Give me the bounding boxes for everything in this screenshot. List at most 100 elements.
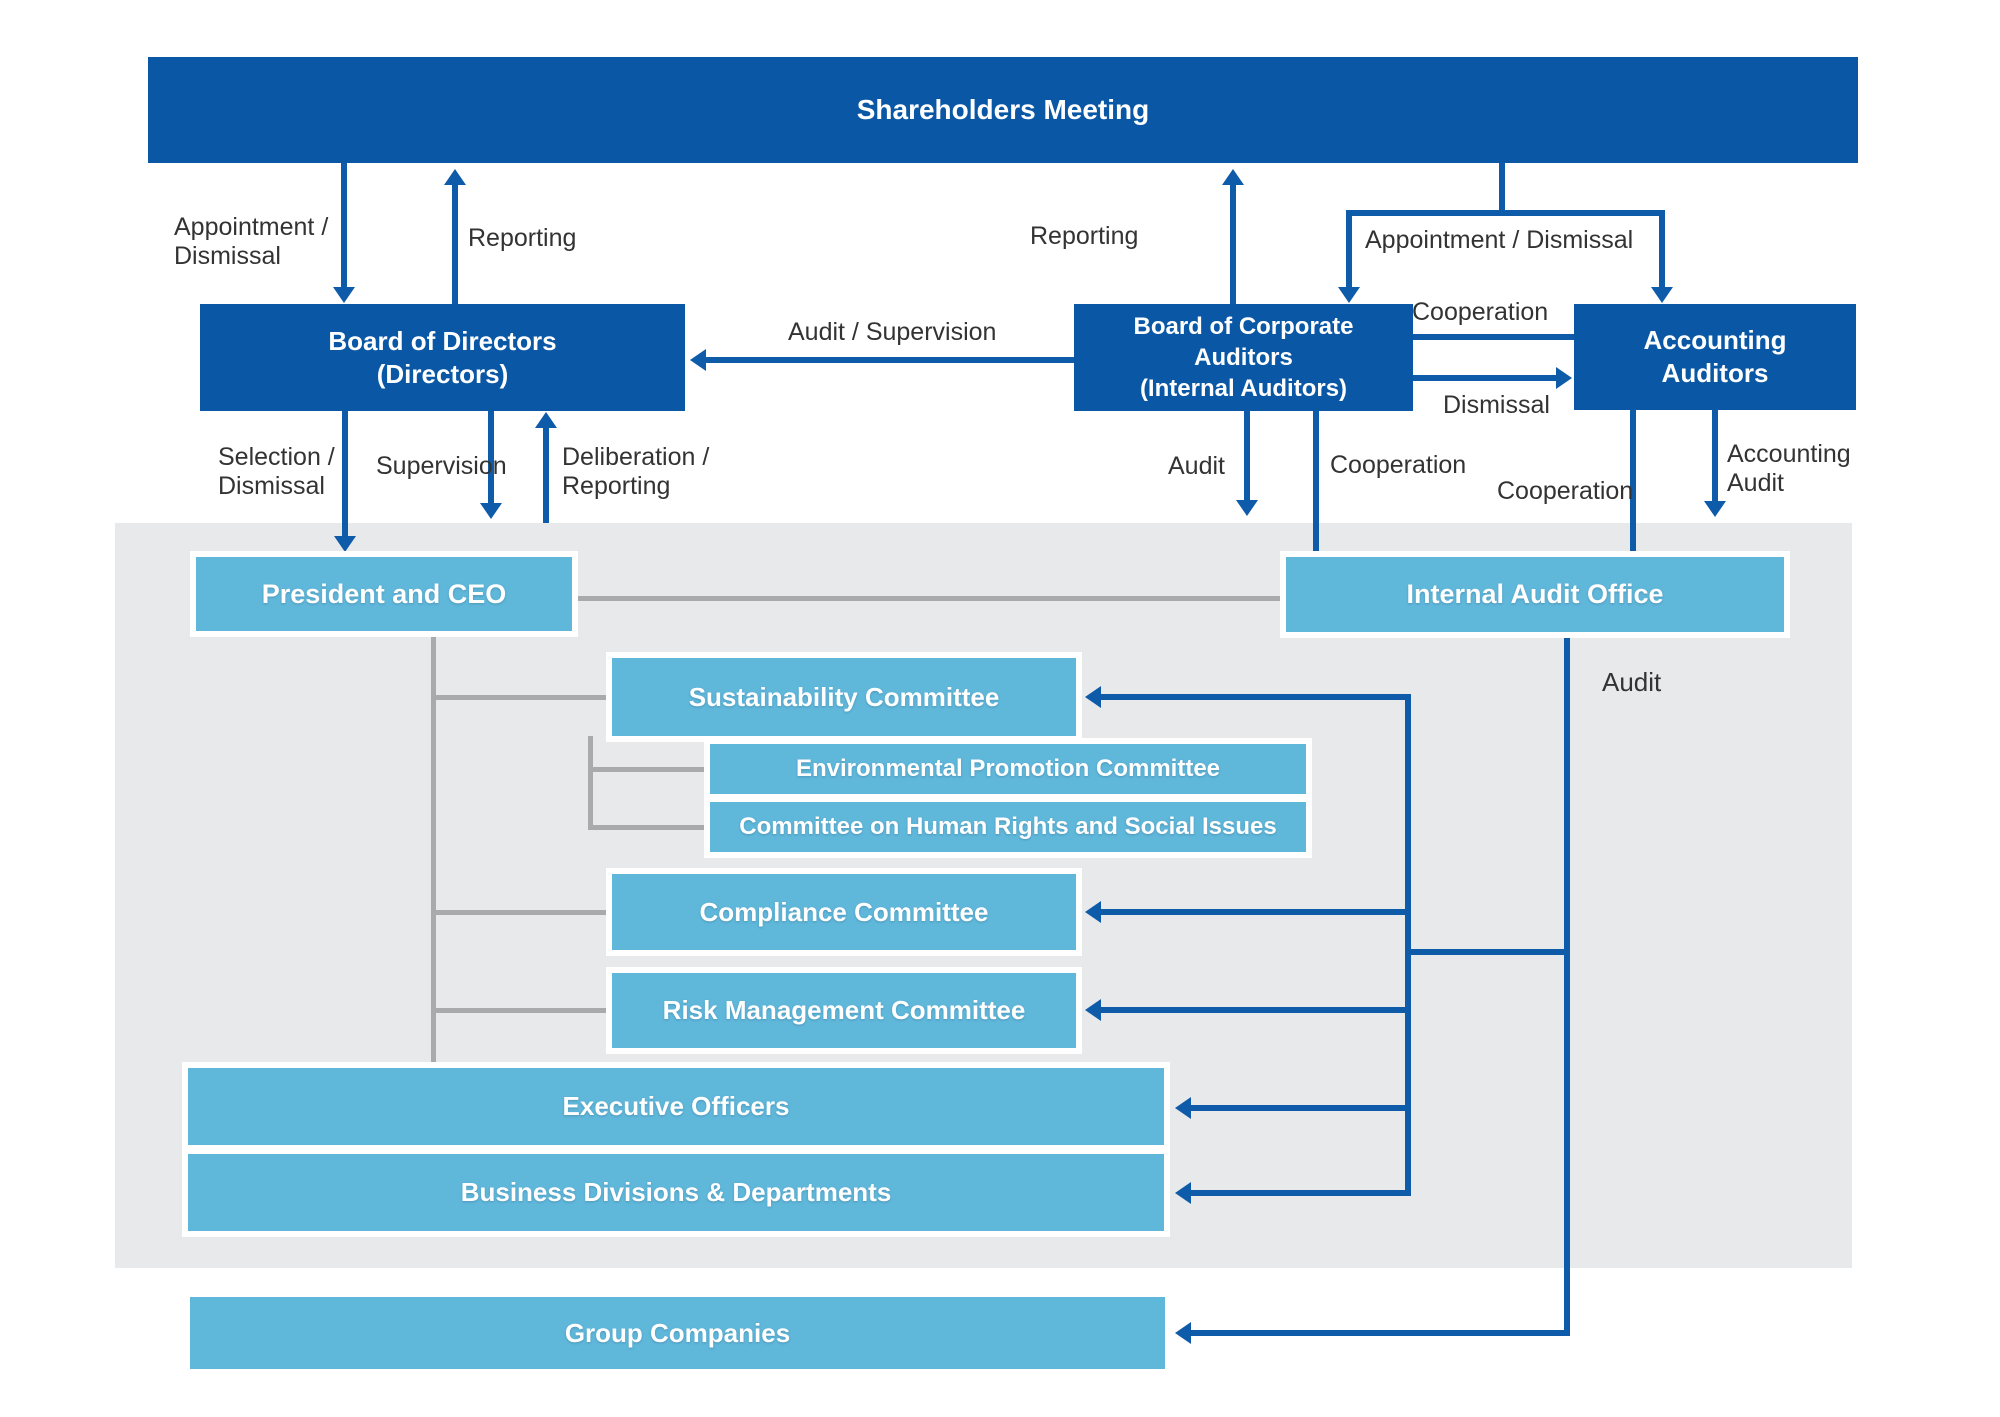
arrowhead-left bbox=[1175, 1097, 1191, 1119]
arrowhead-left bbox=[690, 349, 706, 371]
edge-segment bbox=[1405, 694, 1411, 1196]
edge-segment bbox=[1191, 1330, 1570, 1336]
node-internal-audit-office: Internal Audit Office bbox=[1280, 551, 1790, 638]
label-deliberation-reporting-2: Reporting bbox=[562, 472, 671, 500]
edge-segment bbox=[1101, 694, 1408, 700]
node-label: Auditors bbox=[1661, 358, 1769, 388]
node-label: Executive Officers bbox=[562, 1091, 790, 1121]
edge-segment bbox=[543, 428, 549, 523]
edge-segment bbox=[588, 767, 706, 772]
edge-segment bbox=[1346, 213, 1352, 289]
arrowhead-up bbox=[535, 412, 557, 428]
arrowhead-right bbox=[1556, 367, 1572, 389]
edge-segment bbox=[431, 1008, 606, 1013]
node-board-of-corporate-auditors: Board of Corporate Auditors (Internal Au… bbox=[1074, 304, 1413, 411]
node-label: Board of Directors bbox=[328, 325, 557, 356]
node-label: Internal Audit Office bbox=[1406, 579, 1664, 609]
edge-segment bbox=[588, 736, 593, 830]
arrowhead-down bbox=[333, 287, 355, 303]
arrowhead-down bbox=[334, 536, 356, 552]
edge-segment bbox=[342, 411, 348, 538]
edge-segment bbox=[431, 695, 606, 700]
node-executive-officers: Executive Officers bbox=[182, 1062, 1170, 1151]
arrowhead-down bbox=[1236, 500, 1258, 516]
edge-segment bbox=[431, 910, 606, 915]
edge-segment bbox=[1712, 410, 1718, 503]
edge-segment bbox=[1191, 1190, 1408, 1196]
label-dismissal: Dismissal bbox=[1443, 391, 1550, 419]
node-label: Accounting bbox=[1643, 325, 1787, 355]
label-cooperation-internal-audit: Cooperation bbox=[1330, 451, 1467, 479]
label-deliberation-reporting-1: Deliberation / bbox=[562, 443, 710, 471]
edge-segment bbox=[1499, 163, 1505, 216]
edge-segment bbox=[1659, 213, 1665, 289]
label-audit-corporate-auditors: Audit bbox=[1168, 452, 1225, 480]
edge-segment bbox=[1346, 210, 1665, 216]
node-label: Board of Corporate bbox=[1133, 313, 1354, 340]
edge-segment bbox=[1101, 1007, 1408, 1013]
arrowhead-left bbox=[1175, 1182, 1191, 1204]
node-label: Group Companies bbox=[564, 1317, 791, 1348]
node-shareholders-meeting: Shareholders Meeting bbox=[148, 57, 1858, 163]
edge-segment bbox=[341, 163, 347, 289]
node-president-and-ceo: President and CEO bbox=[190, 551, 578, 637]
edge-segment bbox=[1413, 375, 1558, 381]
node-label: Compliance Committee bbox=[699, 896, 989, 927]
arrowhead-up bbox=[444, 169, 466, 185]
edge-segment bbox=[488, 411, 494, 505]
edge-segment bbox=[1230, 185, 1236, 304]
node-sustainability-committee: Sustainability Committee bbox=[606, 652, 1082, 742]
arrowhead-left bbox=[1085, 686, 1101, 708]
node-group-companies: Group Companies bbox=[184, 1291, 1171, 1375]
node-label: President and CEO bbox=[261, 578, 507, 609]
node-business-divisions-departments: Business Divisions & Departments bbox=[182, 1148, 1170, 1237]
label-reporting-auditors: Reporting bbox=[1030, 222, 1139, 250]
node-human-rights-social-issues-committee: Committee on Human Rights and Social Iss… bbox=[704, 796, 1312, 858]
node-risk-management-committee: Risk Management Committee bbox=[606, 967, 1082, 1054]
edge-segment bbox=[588, 825, 706, 830]
edge-segment bbox=[431, 637, 436, 1065]
arrowhead-left bbox=[1085, 999, 1101, 1021]
edge-segment bbox=[1405, 949, 1567, 955]
label-supervision: Supervision bbox=[376, 452, 507, 480]
label-cooperation-accounting: Cooperation bbox=[1497, 477, 1634, 505]
label-appointment-dismissal-right: Appointment / Dismissal bbox=[1365, 226, 1634, 254]
edge-segment bbox=[1191, 1105, 1408, 1111]
label-appointment-dismissal-left-1: Appointment / bbox=[174, 213, 329, 241]
edge-segment bbox=[1244, 411, 1250, 502]
node-label: Auditors bbox=[1194, 344, 1293, 371]
node-label: Shareholders Meeting bbox=[856, 94, 1150, 125]
arrowhead-left bbox=[1085, 901, 1101, 923]
node-environmental-promotion-committee: Environmental Promotion Committee bbox=[704, 738, 1312, 800]
node-label: Committee on Human Rights and Social Iss… bbox=[739, 813, 1277, 840]
node-accounting-auditors: Accounting Auditors bbox=[1574, 304, 1856, 410]
node-compliance-committee: Compliance Committee bbox=[606, 868, 1082, 956]
node-label: Risk Management Committee bbox=[662, 995, 1026, 1025]
edge-segment bbox=[452, 185, 458, 304]
edge-segment bbox=[1313, 411, 1319, 552]
node-board-of-directors: Board of Directors (Directors) bbox=[200, 304, 685, 411]
label-cooperation-top: Cooperation bbox=[1412, 298, 1549, 326]
edge-segment bbox=[1564, 638, 1570, 1336]
label-audit-supervision: Audit / Supervision bbox=[788, 318, 997, 346]
label-accounting-audit-2: Audit bbox=[1727, 469, 1784, 497]
arrowhead-up bbox=[1222, 169, 1244, 185]
edge-segment bbox=[1630, 410, 1636, 552]
label-appointment-dismissal-left-2: Dismissal bbox=[174, 242, 281, 270]
arrowhead-down bbox=[480, 503, 502, 519]
label-selection-dismissal-1: Selection / bbox=[218, 443, 335, 471]
label-selection-dismissal-2: Dismissal bbox=[218, 472, 325, 500]
label-reporting-directors: Reporting bbox=[468, 224, 577, 252]
edge-segment bbox=[1413, 334, 1574, 340]
node-label: Business Divisions & Departments bbox=[460, 1177, 892, 1207]
label-audit-internal-audit-office: Audit bbox=[1602, 667, 1662, 697]
arrowhead-left bbox=[1175, 1322, 1191, 1344]
node-label: Environmental Promotion Committee bbox=[795, 755, 1221, 782]
edge-segment bbox=[1101, 909, 1408, 915]
arrowhead-down bbox=[1651, 287, 1673, 303]
node-label: (Directors) bbox=[376, 358, 509, 389]
node-label: (Internal Auditors) bbox=[1139, 375, 1348, 402]
arrowhead-down bbox=[1704, 501, 1726, 517]
edge-segment bbox=[578, 596, 1280, 601]
